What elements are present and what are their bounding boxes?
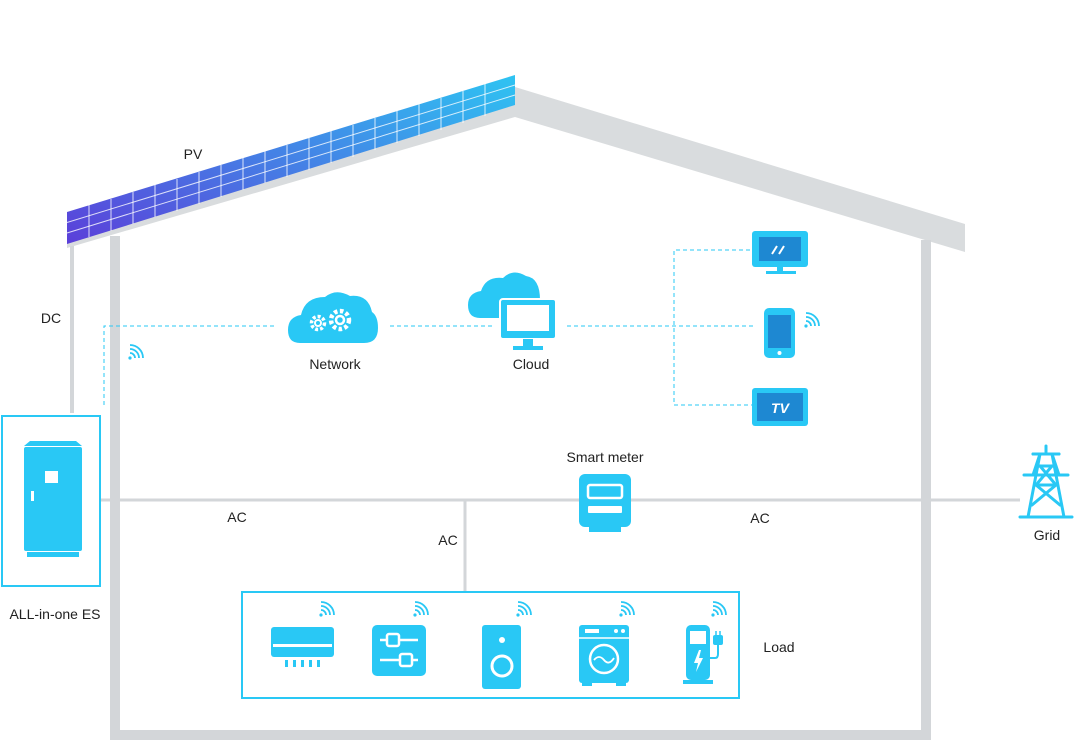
- cloud-monitor-icon: [468, 272, 557, 350]
- communication-lines: [103, 249, 755, 406]
- smart-meter-label: Smart meter: [566, 449, 644, 465]
- battery-cabinet-icon: [24, 441, 82, 557]
- smartphone-icon: [764, 308, 795, 358]
- network-label: Network: [309, 356, 361, 372]
- wifi-icon: [412, 601, 429, 618]
- transmission-tower-icon: [1018, 444, 1074, 519]
- cloud-gear-icon: [288, 292, 378, 343]
- wifi-icon: [127, 344, 144, 361]
- tv-text: TV: [771, 400, 791, 416]
- load-frame: [241, 591, 740, 699]
- pv-label: PV: [183, 146, 203, 162]
- ev-charger-icon: [683, 625, 723, 684]
- tv-icon: TV: [752, 388, 808, 426]
- smart-meter-icon: [579, 474, 631, 532]
- wifi-icon: [618, 601, 635, 618]
- control-panel-icon: [372, 625, 426, 676]
- grid-label: Grid: [1033, 527, 1061, 543]
- all-in-one-es-frame: [1, 415, 101, 587]
- load-label: Load: [763, 639, 795, 655]
- ac-label-right: AC: [750, 510, 770, 526]
- wifi-icon: [710, 601, 727, 618]
- dc-label: DC: [40, 310, 62, 326]
- all-in-one-es-label: ALL-in-one ES: [9, 606, 101, 622]
- wifi-icon: [803, 312, 820, 329]
- roof: [515, 87, 965, 252]
- house-walls: [110, 236, 931, 740]
- air-conditioner-icon: [271, 627, 334, 667]
- wifi-icon: [318, 601, 335, 618]
- washing-machine-icon: [579, 625, 629, 686]
- wifi-icon: [515, 601, 532, 618]
- ac-label-left: AC: [227, 509, 247, 525]
- monitor-icon: [752, 231, 808, 274]
- solar-panel: [66, 75, 516, 244]
- ac-label-middle: AC: [438, 532, 458, 548]
- cloud-label: Cloud: [512, 356, 550, 372]
- speaker-icon: [482, 625, 521, 689]
